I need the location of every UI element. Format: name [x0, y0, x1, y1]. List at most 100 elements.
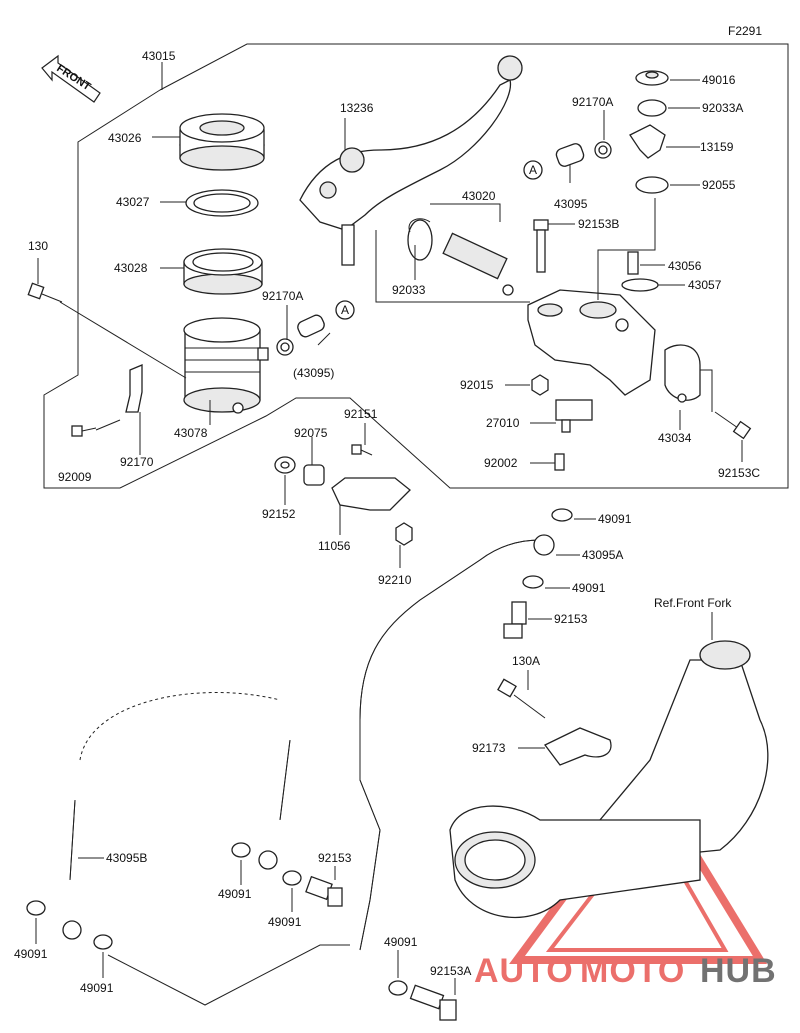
label-49016: 49016 [702, 73, 736, 87]
hose-clamp-right [594, 141, 612, 159]
washer-49091-mid [522, 575, 544, 589]
label-92002: 92002 [484, 456, 518, 470]
bolt-92151 [351, 444, 373, 456]
piston-kit [407, 219, 514, 296]
label-92153-b: 92153 [318, 851, 352, 865]
grommet-92075 [303, 464, 325, 486]
label-49091-c: 49091 [218, 887, 252, 901]
label-49091-f: 49091 [80, 981, 114, 995]
label-43095-ref: (43095) [293, 366, 334, 380]
label-92151: 92151 [344, 407, 378, 421]
bolt-130A [497, 678, 546, 719]
brake-hose-lower [62, 692, 291, 940]
label-43027: 43027 [116, 195, 150, 209]
bolt-92153C [714, 411, 752, 440]
front-direction-arrow: FRONT [41, 54, 101, 103]
cap-49016 [635, 70, 669, 86]
o-ring-92055 [635, 176, 669, 194]
watermark-text-moto: MOTO [580, 952, 685, 990]
washers-lower [26, 842, 408, 996]
label-49091-d: 49091 [268, 915, 302, 929]
label-92173: 92173 [472, 741, 506, 755]
label-43034: 43034 [658, 431, 692, 445]
screw-92002 [554, 453, 565, 471]
brake-lever [299, 55, 523, 266]
nut-92210 [395, 522, 413, 546]
screw-92009 [71, 425, 97, 437]
reservoir-tank [183, 317, 269, 414]
hose-guide-92173 [544, 727, 612, 766]
label-92170A-right: 92170A [572, 95, 613, 109]
brake-hose-upper [359, 539, 541, 951]
diaphragm [183, 248, 263, 295]
handlebar-clamp [664, 344, 701, 403]
label-130: 130 [28, 239, 48, 253]
label-43028: 43028 [114, 261, 148, 275]
brake-switch [555, 399, 593, 433]
label-49091-a: 49091 [598, 512, 632, 526]
master-cylinder-body [527, 289, 656, 396]
watermark-text-hub: HUB [700, 952, 777, 990]
label-92170A-left: 92170A [262, 289, 303, 303]
diaphragm-plate [185, 189, 259, 217]
ref-mark-a-left: A [335, 300, 355, 320]
label-92009: 92009 [58, 470, 92, 484]
label-43057: 43057 [688, 278, 722, 292]
label-92033: 92033 [392, 283, 426, 297]
circlip-92033 [408, 218, 431, 233]
part-labels: 43015 43026 43027 43028 130 92170A (4309… [14, 49, 760, 995]
label-92153-a: 92153 [554, 612, 588, 626]
label-11056: 11056 [318, 539, 351, 553]
label-92153B: 92153B [578, 217, 619, 231]
label-92015: 92015 [460, 378, 494, 392]
hose-clamp-left [276, 338, 294, 356]
label-43015: 43015 [142, 49, 176, 63]
label-43020: 43020 [462, 189, 496, 203]
bolt-130 [27, 282, 63, 303]
label-49091-e: 49091 [14, 947, 48, 961]
label-43056: 43056 [668, 259, 702, 273]
front-fork-triple-clamp [449, 640, 769, 919]
label-49091-b: 49091 [572, 581, 606, 595]
banjo-43095A [533, 534, 555, 556]
washer-92152 [274, 456, 296, 474]
svg-text:A: A [529, 163, 537, 177]
label-13159: 13159 [700, 140, 734, 154]
label-ref-front-fork: Ref.Front Fork [654, 596, 732, 610]
label-49091-g: 49091 [384, 935, 418, 949]
circlip-92033A [637, 99, 667, 117]
bolt-92153B [533, 219, 549, 273]
washer-49091-top [551, 508, 573, 522]
label-43095B: 43095B [106, 851, 147, 865]
watermark-text-auto: AUTO [474, 952, 574, 990]
bracket-11056 [331, 477, 411, 511]
label-92210: 92210 [378, 573, 412, 587]
fitting-13159 [629, 124, 666, 159]
label-92075: 92075 [294, 426, 328, 440]
leader-lines [35, 62, 743, 1006]
nut-92015 [531, 374, 549, 396]
reservoir-hose-left [297, 314, 325, 338]
banjo-bolt-92153-lower [305, 875, 343, 907]
label-92152: 92152 [262, 507, 296, 521]
assembly-outline [43, 43, 789, 489]
bleeder-valve [627, 251, 639, 275]
label-92033A: 92033A [702, 101, 743, 115]
banjo-bolt-92153A [409, 984, 457, 1021]
label-92170: 92170 [120, 455, 154, 469]
bleeder-cap [621, 278, 659, 292]
label-92055: 92055 [702, 178, 736, 192]
svg-text:A: A [341, 303, 349, 317]
label-13236: 13236 [340, 101, 374, 115]
label-43078: 43078 [174, 426, 208, 440]
reservoir-cap [179, 113, 265, 171]
label-92153A: 92153A [430, 964, 471, 978]
label-43095: 43095 [554, 197, 588, 211]
reservoir-hose-right [555, 143, 585, 167]
ref-mark-a-right: A [523, 160, 543, 180]
banjo-bolt-92153-top [503, 601, 527, 639]
label-43095A: 43095A [582, 548, 623, 562]
label-27010: 27010 [486, 416, 520, 430]
label-92153C: 92153C [718, 466, 760, 480]
